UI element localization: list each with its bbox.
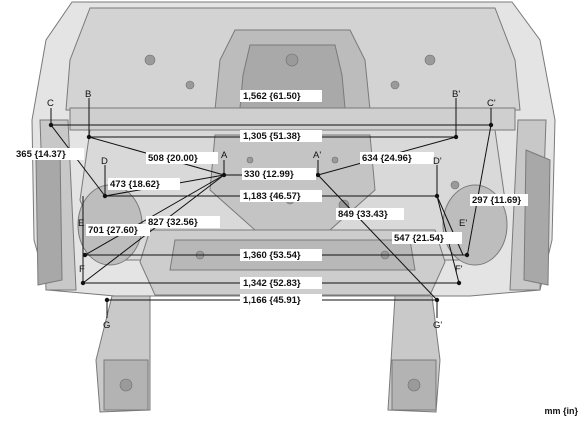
dim-f-fprime: 1,342 {52.83} bbox=[243, 278, 301, 289]
dim-e-eprime: 1,360 {53.54} bbox=[243, 250, 301, 261]
line-c-d bbox=[50, 124, 106, 197]
measurement-points bbox=[48, 122, 494, 303]
line-dprime-e bbox=[436, 195, 464, 256]
dimension-labels: 1,562 {61.50} 1,305 {51.38} 365 {14.37} … bbox=[16, 91, 521, 306]
label-point-bprime: B' bbox=[452, 89, 460, 100]
label-point-a: A bbox=[221, 150, 228, 161]
line-aprime-gprime bbox=[317, 174, 438, 301]
label-point-e: E bbox=[78, 218, 84, 229]
dim-c-d: 365 {14.37} bbox=[16, 149, 66, 160]
dim-d-a: 473 {18.62} bbox=[110, 179, 160, 190]
label-point-b: B bbox=[85, 89, 91, 100]
label-point-f: F bbox=[79, 264, 85, 275]
dim-b-bprime: 1,305 {51.38} bbox=[243, 131, 301, 142]
dim-d-f: 701 {27.60} bbox=[88, 225, 138, 236]
line-cprime-eprime bbox=[466, 124, 492, 258]
label-point-eprime: E' bbox=[459, 218, 467, 229]
dim-b-a: 508 {20.00} bbox=[148, 153, 198, 164]
dim-bprime-d: 634 {24.96} bbox=[362, 153, 412, 164]
dimension-lines bbox=[50, 98, 492, 318]
label-point-gprime: G' bbox=[433, 320, 442, 331]
dim-a-aprime: 330 {12.99} bbox=[244, 169, 294, 180]
label-point-fprime: F' bbox=[455, 264, 463, 275]
dim-cprime-eprime: 297 {11.69} bbox=[472, 195, 521, 206]
label-backgrounds bbox=[14, 90, 528, 306]
units-label: mm {in} bbox=[544, 406, 578, 416]
label-point-d: D bbox=[101, 156, 108, 167]
line-a-e bbox=[84, 174, 225, 256]
label-point-cprime: C' bbox=[487, 98, 496, 109]
label-point-g: G bbox=[103, 320, 110, 331]
dim-c-cprime: 1,562 {61.50} bbox=[243, 91, 301, 102]
label-point-dprime: D' bbox=[433, 156, 442, 167]
label-point-c: C bbox=[47, 98, 54, 109]
dim-a-f: 827 {32.56} bbox=[148, 217, 198, 228]
dim-aprime-gprime: 849 {33.43} bbox=[338, 209, 388, 220]
line-a-f bbox=[82, 174, 225, 284]
dim-d-dprime: 1,183 {46.57} bbox=[243, 191, 301, 202]
point-labels: C C' B B' A A' D D' E E' F F' G G' bbox=[47, 89, 496, 331]
dim-g-gprime: 1,166 {45.91} bbox=[243, 295, 301, 306]
dim-e-fprime: 547 {21.54} bbox=[394, 233, 444, 244]
label-point-aprime: A' bbox=[313, 150, 321, 161]
